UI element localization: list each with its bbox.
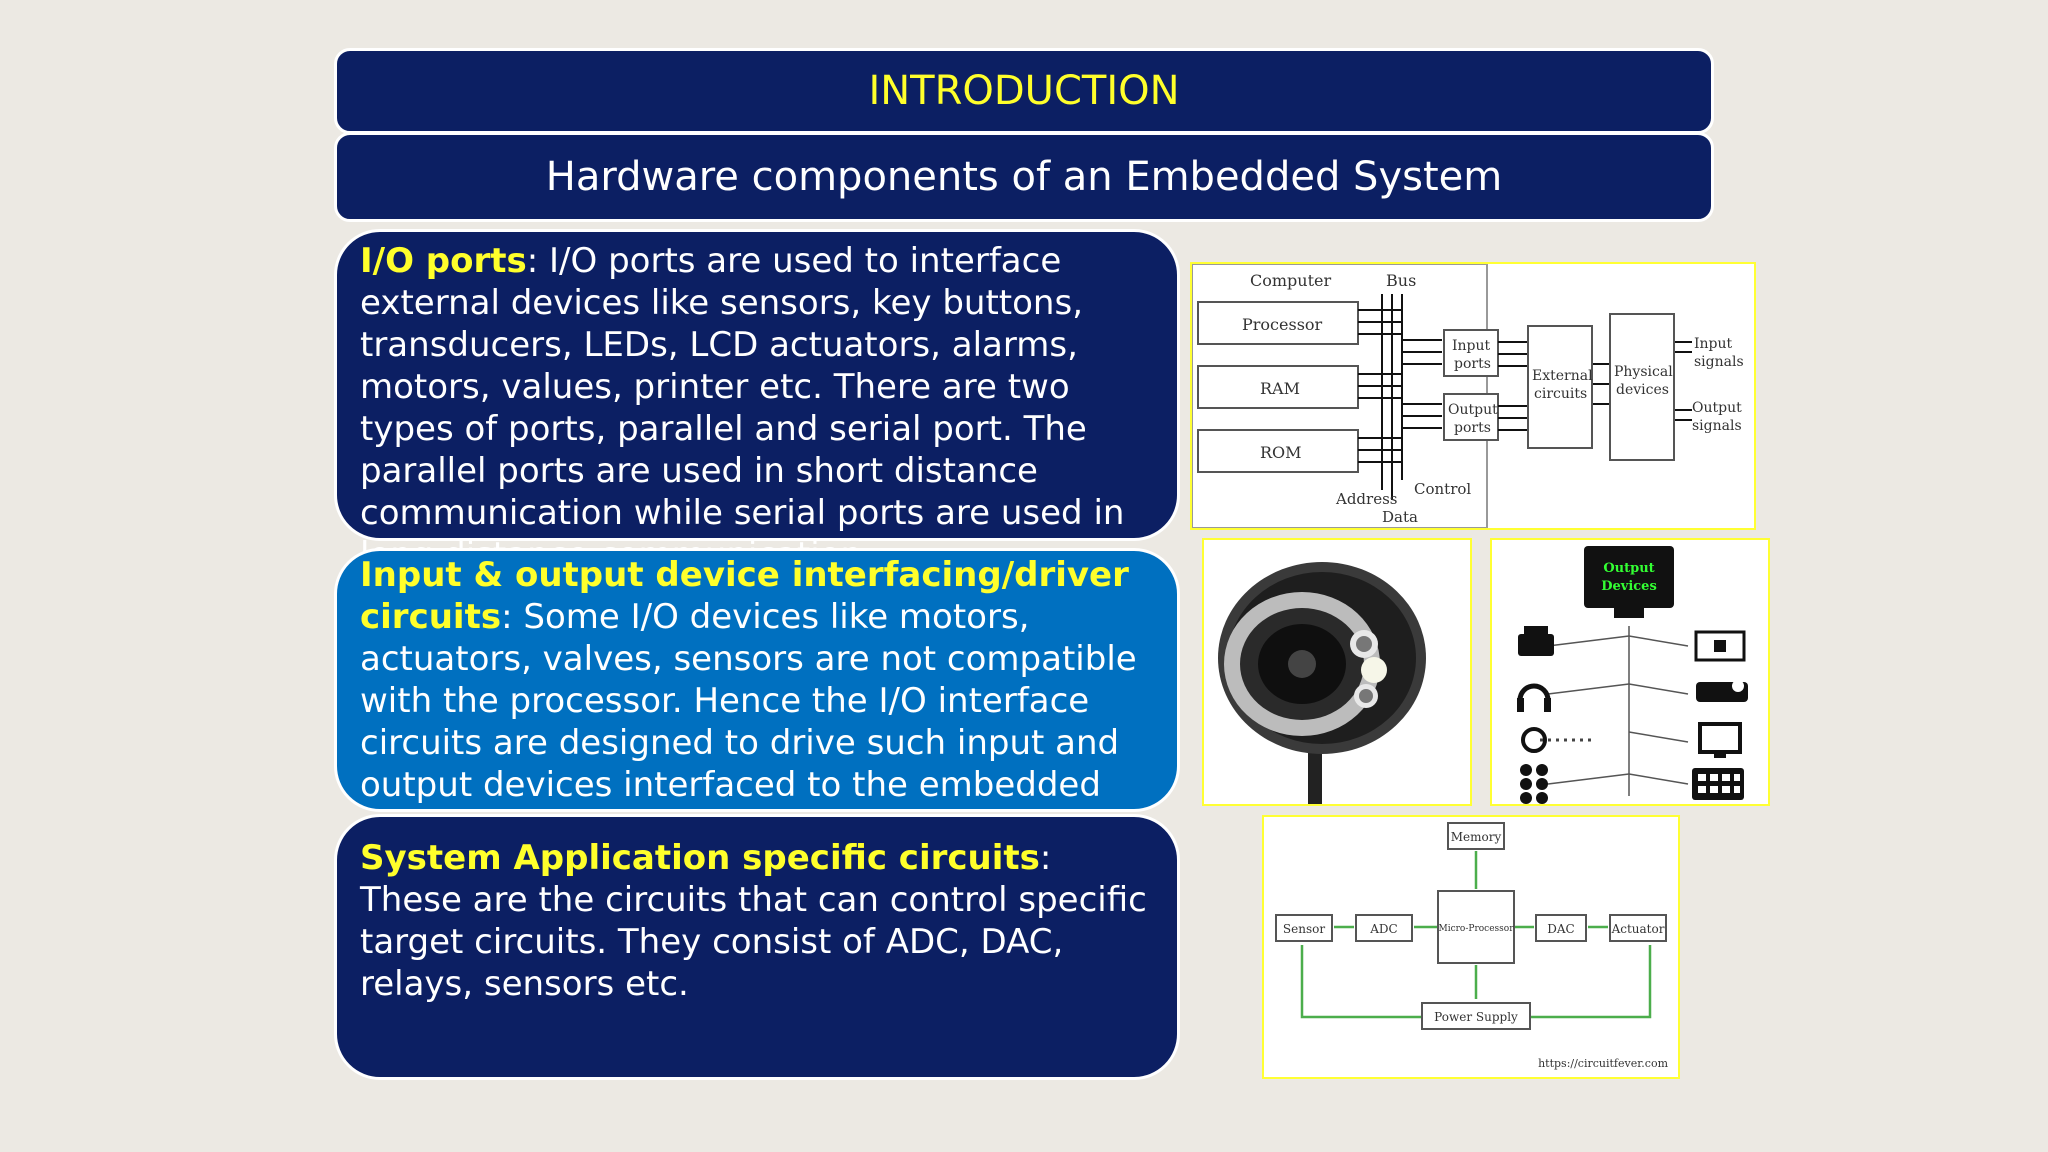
ram-label: RAM xyxy=(1260,379,1300,398)
io-ports-heading: I/O ports xyxy=(360,241,527,281)
rom-block xyxy=(1197,429,1359,473)
display-icon xyxy=(1698,722,1742,754)
processor-label: Processor xyxy=(1242,315,1323,334)
input-signals-label-2: signals xyxy=(1694,354,1744,370)
dac-block xyxy=(1535,914,1587,942)
input-ports-label-2: ports xyxy=(1454,356,1491,372)
bus-lines xyxy=(1358,294,1442,500)
output-devices-svg: Output Devices xyxy=(1517,546,1748,804)
output-devices-monitor xyxy=(1584,546,1674,608)
output-devices-label-2: Devices xyxy=(1601,579,1657,594)
data-label: Data xyxy=(1382,508,1418,526)
actuator-label: Actuator xyxy=(1611,922,1665,936)
source-url: https://circuitfever.com xyxy=(1538,1057,1668,1070)
webcam-svg xyxy=(1218,562,1426,804)
output-devices-label-1: Output xyxy=(1603,561,1654,576)
output-ports-block xyxy=(1443,393,1499,441)
physical-devices-block xyxy=(1609,313,1675,461)
address-label: Address xyxy=(1335,490,1397,508)
memory-block xyxy=(1447,822,1505,850)
output-devices-diagram: Output Devices xyxy=(1490,538,1770,806)
computer-label: Computer xyxy=(1250,271,1331,290)
output-signals-label-2: signals xyxy=(1692,418,1742,434)
output-signals-label-1: Output xyxy=(1692,400,1742,416)
sensor-label: Sensor xyxy=(1283,922,1325,936)
control-links xyxy=(1300,851,1652,1019)
architecture-diagram: Computer Bus Processor RAM ROM Address D… xyxy=(1190,262,1756,530)
physical-devices-label-1: Physical xyxy=(1614,364,1673,380)
microprocessor-block xyxy=(1437,890,1515,964)
microprocessor-label: Micro-Processor xyxy=(1439,924,1515,934)
io-ports-box: I/O ports: I/O ports are used to interfa… xyxy=(334,229,1180,575)
driver-circuits-heading: Input & output device interfacing/driver… xyxy=(360,555,1129,637)
io-ports-text: : I/O ports are used to interface extern… xyxy=(360,241,1125,575)
input-signals-label-1: Input xyxy=(1694,336,1733,352)
actuator-block xyxy=(1609,914,1667,942)
control-system-diagram: Memory Sensor ADC Micro-Processor DAC Ac… xyxy=(1262,815,1680,1079)
bus-label: Bus xyxy=(1386,271,1416,290)
architecture-svg: Computer Bus Processor RAM ROM Address D… xyxy=(1192,264,1744,528)
adc-block xyxy=(1355,914,1413,942)
driver-circuits-box: Input & output device interfacing/driver… xyxy=(334,548,1180,847)
crosshair-icon xyxy=(1521,727,1547,753)
memory-label: Memory xyxy=(1451,830,1502,844)
physical-devices-label-2: devices xyxy=(1616,382,1669,398)
application-circuits-box: System Application specific circuits: Th… xyxy=(334,814,1180,1080)
output-ports-label-1: Output xyxy=(1448,402,1498,418)
webcam-image xyxy=(1202,538,1472,806)
external-circuits-block xyxy=(1527,325,1593,449)
application-circuits-heading: System Application specific circuits xyxy=(360,838,1040,878)
ram-block xyxy=(1197,365,1359,409)
adc-label: ADC xyxy=(1369,922,1397,936)
dac-label: DAC xyxy=(1547,922,1574,936)
headphones-icon xyxy=(1517,683,1551,701)
port-links xyxy=(1498,341,1692,431)
application-circuits-text: : These are the circuits that can contro… xyxy=(360,838,1147,1004)
rom-label: ROM xyxy=(1260,443,1302,462)
output-ports-label-2: ports xyxy=(1454,420,1491,436)
external-circuits-label-2: circuits xyxy=(1534,386,1587,402)
power-supply-block xyxy=(1421,1002,1531,1030)
slide-subtitle: Hardware components of an Embedded Syste… xyxy=(334,132,1714,222)
slide-title: INTRODUCTION xyxy=(334,48,1714,134)
control-system-svg: Memory Sensor ADC Micro-Processor DAC Ac… xyxy=(1275,822,1669,1070)
keypad-dots-icon xyxy=(1520,764,1548,804)
keyboard-icon xyxy=(1692,768,1744,800)
input-ports-label-1: Input xyxy=(1452,338,1491,354)
power-supply-label: Power Supply xyxy=(1434,1010,1518,1024)
sensor-block xyxy=(1275,914,1333,942)
external-circuits-label-1: External xyxy=(1532,368,1593,384)
printer-icon xyxy=(1518,634,1554,656)
processor-block xyxy=(1197,301,1359,345)
control-label: Control xyxy=(1414,480,1471,498)
